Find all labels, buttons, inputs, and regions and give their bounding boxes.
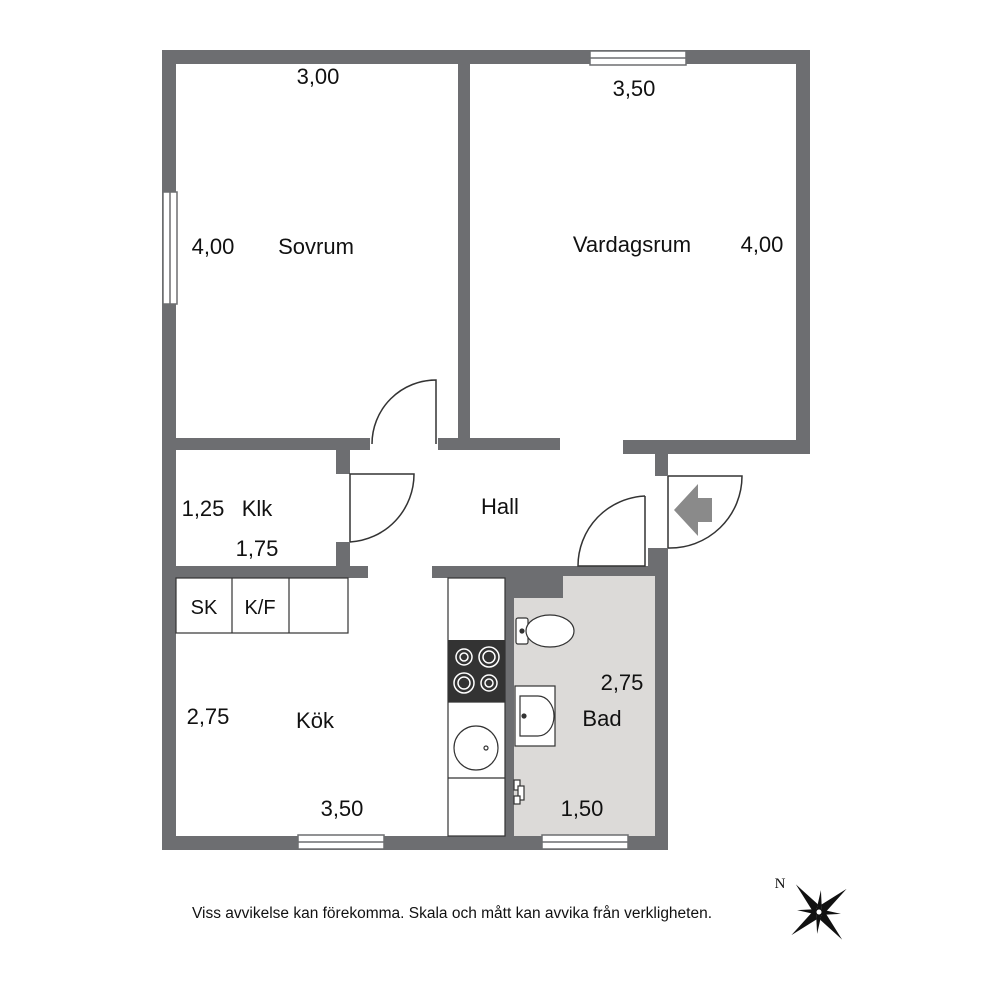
walls [162, 50, 810, 850]
klk-width-label: 1,75 [236, 536, 279, 561]
door-closet [349, 473, 415, 543]
vardagsrum-name: Vardagsrum [573, 232, 691, 257]
window-kitchen-bottom [297, 834, 385, 850]
door-bath [577, 495, 646, 567]
door-entrance [667, 475, 743, 549]
sovrum-width-label: 3,00 [297, 64, 340, 89]
window-bedroom-left [162, 191, 178, 305]
entrance-arrow-icon [674, 484, 712, 536]
stove-icon [448, 640, 505, 702]
bad-length-label: 2,75 [601, 670, 644, 695]
compass-rose-icon [791, 884, 847, 940]
compass-north-label: N [775, 876, 786, 892]
shower-fitting-icon [513, 779, 525, 805]
bad-name: Bad [582, 706, 621, 731]
doors [349, 379, 743, 567]
sovrum-length-label: 4,00 [192, 234, 235, 259]
windows [162, 50, 687, 850]
window-bath-bottom [541, 834, 629, 850]
klk-length-label: 1,25 [182, 496, 225, 521]
bad-width-label: 1,50 [561, 796, 604, 821]
hall-name: Hall [481, 494, 519, 519]
toilet-icon [515, 614, 575, 648]
door-bedroom [371, 379, 437, 445]
sovrum-name: Sovrum [278, 234, 354, 259]
kok-width-label: 3,50 [321, 796, 364, 821]
vardagsrum-width-label: 3,50 [613, 76, 656, 101]
kitchen-sink-icon [453, 725, 499, 771]
bath-sink-icon [514, 685, 556, 747]
vardagsrum-length-label: 4,00 [741, 232, 784, 257]
window-living-top [589, 50, 687, 66]
kok-length-label: 2,75 [187, 704, 230, 729]
kitchen-counter [447, 577, 506, 837]
klk-name: Klk [242, 496, 274, 521]
kf-label: K/F [244, 597, 275, 619]
kok-name: Kök [296, 708, 335, 733]
storage-cabinets [175, 577, 349, 634]
disclaimer-text: Viss avvikelse kan förekomma. Skala och … [192, 905, 712, 922]
sk-label: SK [191, 597, 218, 619]
